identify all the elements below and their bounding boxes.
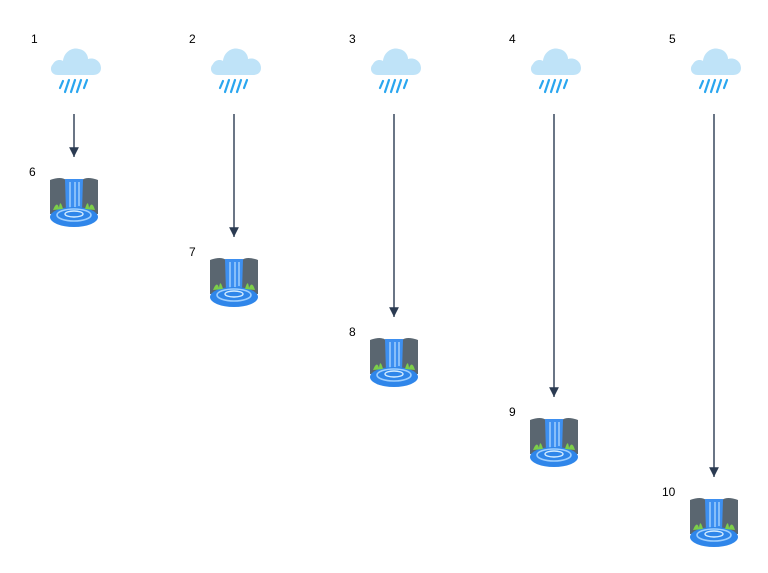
rain-cloud-icon bbox=[690, 48, 741, 94]
waterfall-label-6: 6 bbox=[29, 165, 36, 179]
cloud-label-2: 2 bbox=[189, 32, 196, 46]
waterfall-icon bbox=[370, 338, 418, 387]
cloud-label-5: 5 bbox=[669, 32, 676, 46]
waterfall-label-8: 8 bbox=[349, 325, 356, 339]
waterfall-icon bbox=[690, 498, 738, 547]
waterfall-label-7: 7 bbox=[189, 245, 196, 259]
rain-cloud-icon bbox=[530, 48, 581, 94]
rain-cloud-icon bbox=[370, 48, 421, 94]
rain-cloud-icon bbox=[210, 48, 261, 94]
rain-cloud-icon bbox=[50, 48, 101, 94]
waterfall-icon bbox=[50, 178, 98, 227]
waterfall-label-10: 10 bbox=[662, 485, 676, 499]
waterfall-label-9: 9 bbox=[509, 405, 516, 419]
waterfall-icon bbox=[530, 418, 578, 467]
cloud-label-1: 1 bbox=[31, 32, 38, 46]
cloud-label-3: 3 bbox=[349, 32, 356, 46]
cloud-label-4: 4 bbox=[509, 32, 516, 46]
waterfall-icon bbox=[210, 258, 258, 307]
